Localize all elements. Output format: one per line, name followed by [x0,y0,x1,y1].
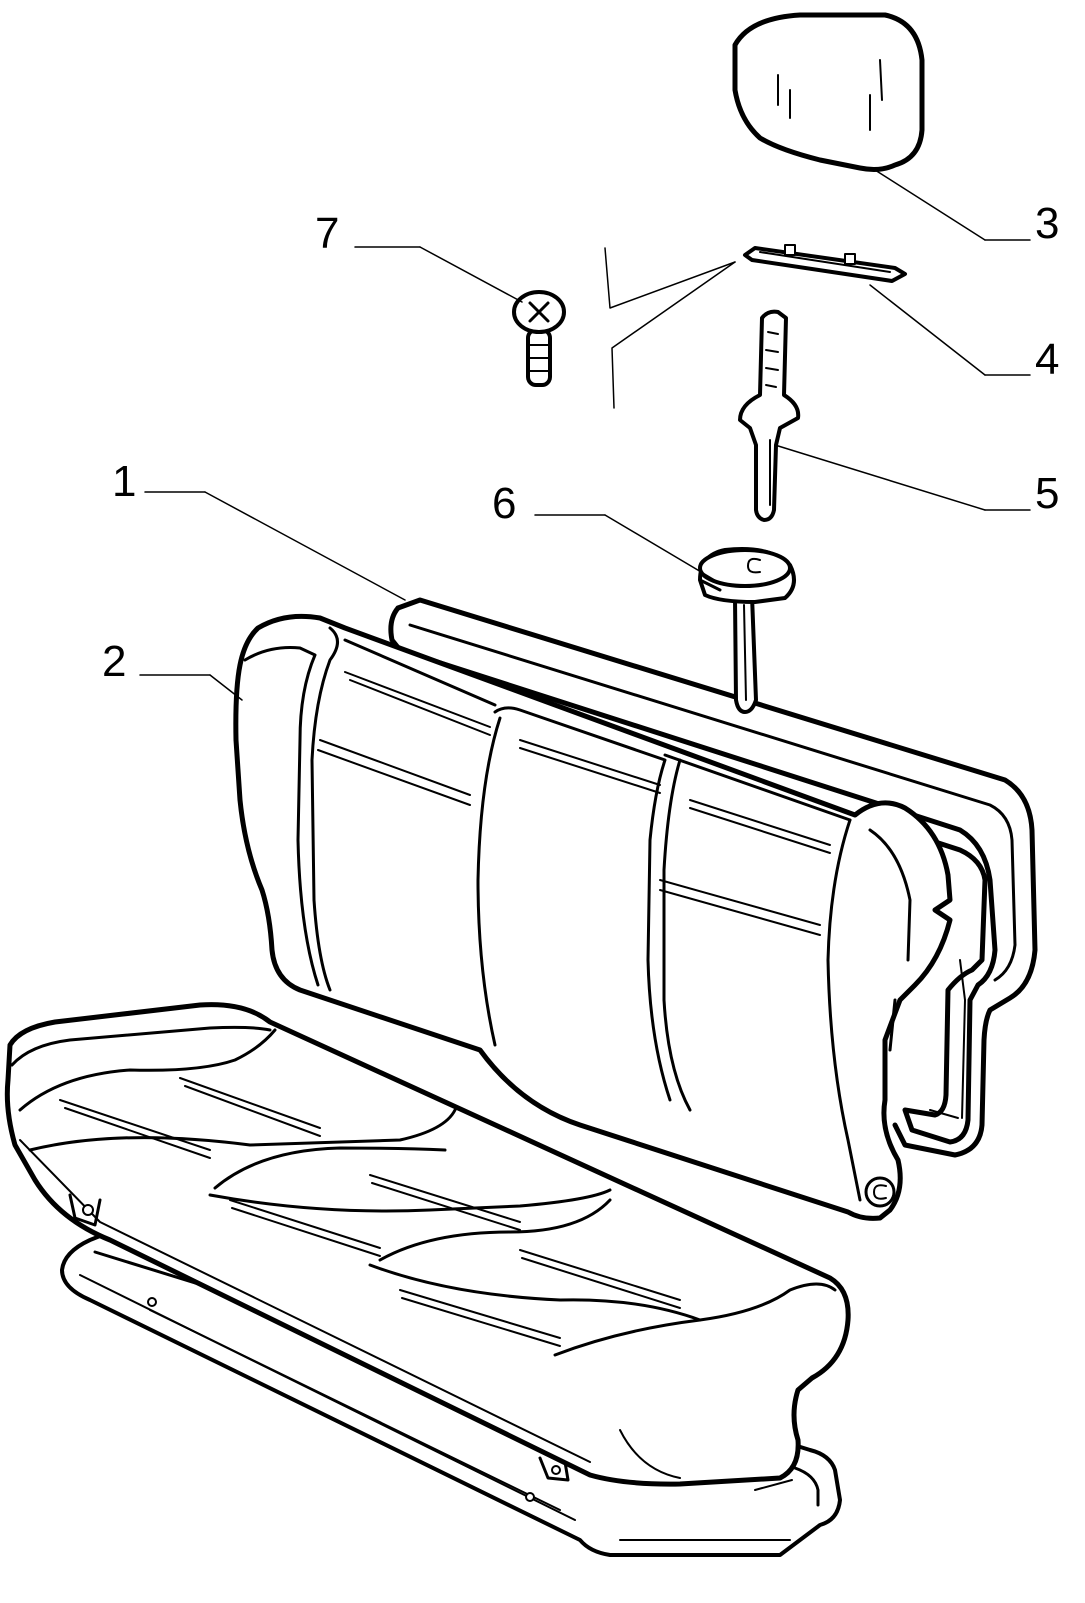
leader-line-1b [204,491,406,601]
part-3-headrest [732,12,925,172]
leader-line-6b [604,514,719,583]
leader-lines [139,169,1031,701]
part-7-screw [512,290,566,387]
seat-cushion [4,1002,851,1487]
leader-line-7b [419,246,523,303]
phantom-guide-lines [604,247,736,409]
callout-5: 5 [1035,469,1060,518]
leader-line-4b [869,284,986,376]
callout-2: 2 [102,637,127,686]
callout-4: 4 [1035,335,1060,384]
part-5-headrest-rod [738,309,801,522]
part-1-backrest-frame [388,597,1038,1158]
leader-line-5b [774,444,986,511]
part-4-guide-plate [743,244,907,283]
leader-line-2b [209,674,243,701]
callout-1: 1 [112,457,137,506]
part-2-backrest-cushion [233,613,953,1221]
callout-3: 3 [1035,199,1060,248]
callout-7: 7 [315,209,340,258]
callout-6: 6 [492,479,517,528]
part-6-rod-bushing [698,547,796,714]
leader-line-3b [874,169,986,241]
